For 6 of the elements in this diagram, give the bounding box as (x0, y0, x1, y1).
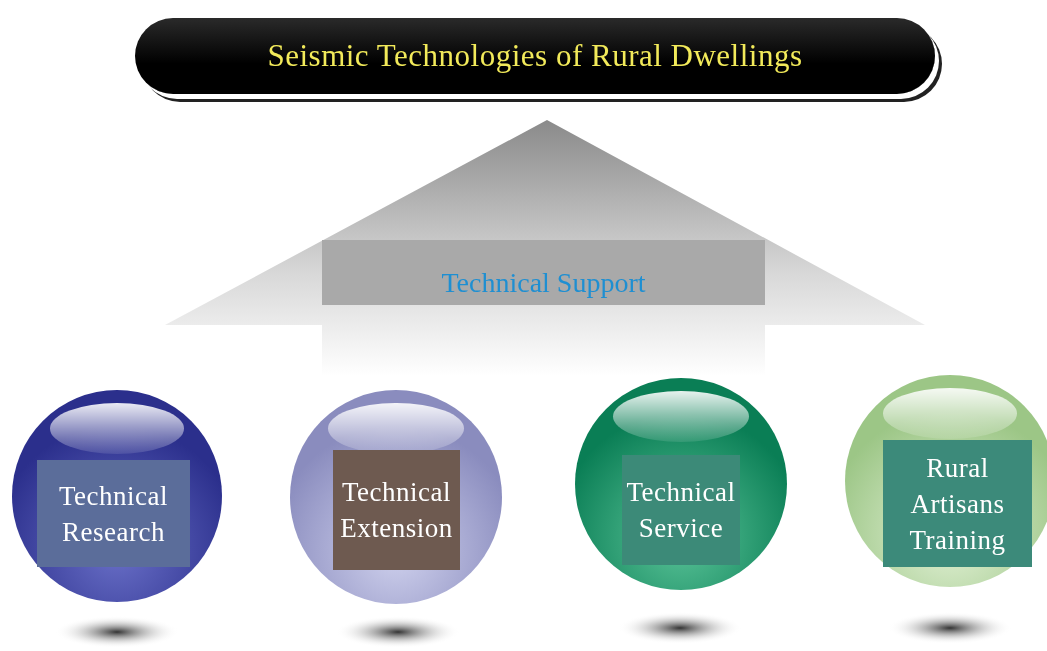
circle-label: Technical Research (37, 460, 190, 567)
title-text: Seismic Technologies of Rural Dwellings (267, 38, 803, 74)
circle-label: Rural Artisans Training (883, 440, 1032, 567)
circle-label: Technical Service (622, 455, 740, 565)
arrow-label: Technical Support (440, 266, 647, 300)
circle-label: Technical Extension (333, 450, 460, 570)
